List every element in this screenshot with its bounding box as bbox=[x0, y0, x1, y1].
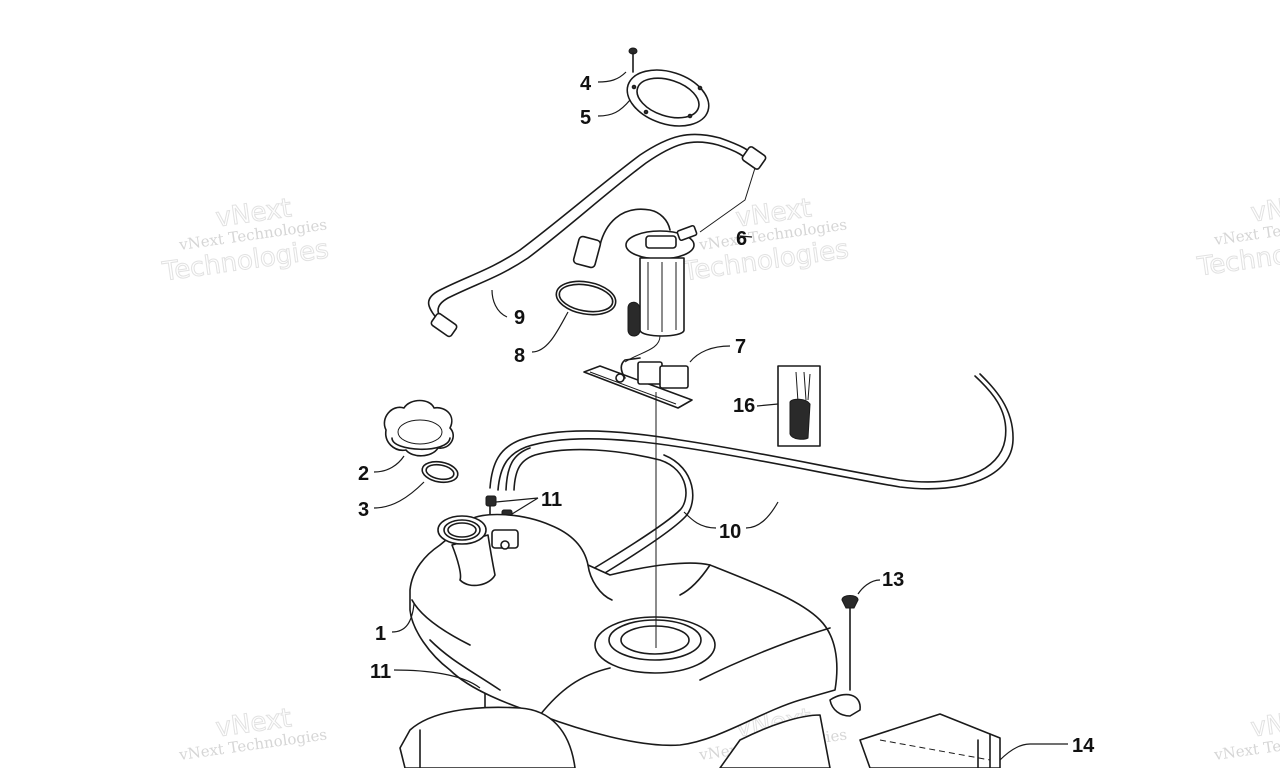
callout-16: 16 bbox=[733, 395, 755, 417]
part-sender-7 bbox=[583, 357, 693, 409]
callout-2: 2 bbox=[358, 463, 369, 485]
watermark-bottom-left: vNext vNext Technologies bbox=[177, 703, 328, 764]
part-fuel-tank-1 bbox=[399, 513, 861, 768]
part-vent-hose-9 bbox=[427, 133, 767, 338]
part-gasket-5 bbox=[626, 69, 710, 127]
callout-1: 1 bbox=[375, 623, 386, 645]
watermark-right: vNext vNext Technologies Technologies bbox=[1194, 188, 1280, 283]
callout-11-bottom: 11 bbox=[370, 661, 391, 683]
callout-13: 13 bbox=[882, 569, 904, 591]
part-grommet-13 bbox=[841, 595, 859, 691]
leader-lines bbox=[373, 71, 1068, 761]
part-cap-seal-3 bbox=[421, 460, 459, 484]
callout-9: 9 bbox=[514, 307, 525, 329]
part-vent-hose-10 bbox=[484, 373, 1014, 681]
part-fuel-pump-6 bbox=[572, 208, 698, 363]
watermark-center: vNext vNext Technologies Technologies bbox=[679, 193, 851, 288]
part-screw-4 bbox=[628, 47, 638, 73]
callout-labels: 4 5 6 7 8 9 16 2 3 11 10 13 1 11 14 bbox=[358, 73, 1095, 757]
callout-7: 7 bbox=[735, 336, 746, 358]
part-shield-14 bbox=[859, 713, 1001, 768]
callout-14: 14 bbox=[1072, 735, 1095, 757]
watermark-bottom-right: vNext vNext Technologies bbox=[1212, 703, 1280, 764]
callout-11-top: 11 bbox=[541, 489, 562, 511]
callout-3: 3 bbox=[358, 499, 369, 521]
part-level-sensor-16 bbox=[777, 365, 821, 447]
callout-8: 8 bbox=[514, 345, 525, 367]
watermark-left: vNext vNext Technologies Technologies bbox=[159, 193, 331, 288]
part-fuel-cap-2 bbox=[383, 399, 454, 457]
callout-10: 10 bbox=[719, 521, 741, 543]
callout-6: 6 bbox=[736, 228, 747, 250]
callout-5: 5 bbox=[580, 107, 591, 129]
part-oring-8 bbox=[555, 280, 617, 316]
callout-4: 4 bbox=[580, 73, 592, 95]
